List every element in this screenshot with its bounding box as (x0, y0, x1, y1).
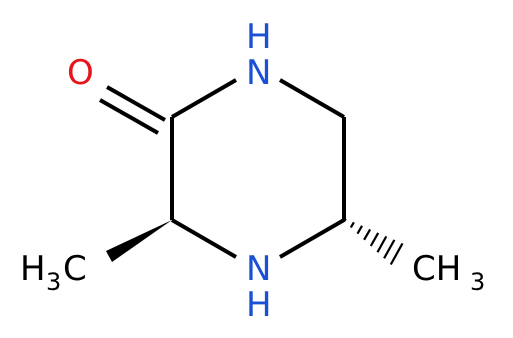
carbonyl-double-bond-outer (106, 85, 166, 122)
nh-bottom-n-label: N (246, 249, 271, 289)
bond-nh-top-ch2 (278, 78, 346, 119)
bond-nh-bottom-c3 (170, 218, 238, 259)
methyl-left-subscript: 3 (46, 268, 61, 296)
wedge-bond-c3-methyl (106, 220, 172, 262)
hash-bond-c5-methyl (343, 218, 404, 266)
methyl-right-ch-label: CH (412, 249, 461, 289)
bond-carbonyl-nh-top (170, 78, 238, 119)
oxygen-atom-label: O (67, 53, 94, 93)
methyl-left-h-label: H (20, 249, 46, 289)
nh-top-h-label: H (246, 17, 272, 57)
bond-c5-nh-bottom (278, 218, 346, 259)
methyl-left-c-label: C (63, 249, 87, 289)
nh-bottom-h-label: H (246, 285, 272, 325)
carbonyl-double-bond-inner (99, 98, 159, 135)
nh-top-n-label: N (246, 53, 271, 93)
methyl-right-subscript: 3 (470, 268, 485, 296)
